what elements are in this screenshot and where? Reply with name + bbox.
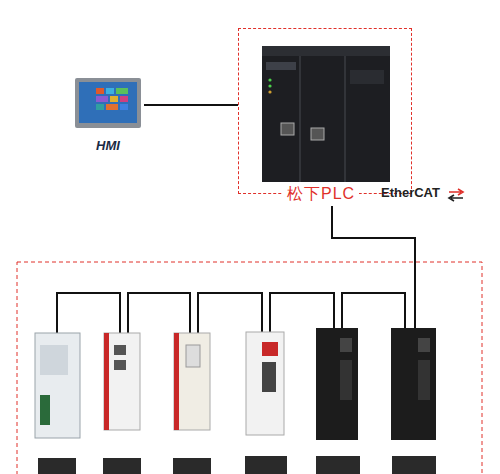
drive-display bbox=[262, 342, 278, 356]
chain-wire bbox=[270, 293, 334, 332]
chain-wire bbox=[128, 293, 190, 333]
plc-nameplate bbox=[266, 62, 296, 70]
plc-drive-wire bbox=[332, 206, 415, 328]
plc-module-divider bbox=[299, 56, 301, 182]
plc-led bbox=[268, 90, 271, 93]
plc-body bbox=[262, 46, 390, 182]
drive-stripe bbox=[174, 333, 179, 430]
stepper-drive bbox=[35, 333, 80, 438]
plc-module-divider bbox=[344, 56, 346, 182]
servo-drive bbox=[246, 332, 284, 435]
motor bbox=[38, 458, 76, 474]
hmi-tile bbox=[106, 88, 114, 94]
motor bbox=[245, 456, 287, 474]
logo-arrow bbox=[449, 195, 463, 201]
ethernet-port bbox=[311, 128, 324, 140]
drive-port bbox=[114, 360, 126, 370]
hmi-tile bbox=[96, 96, 108, 102]
servo-drive bbox=[174, 333, 210, 430]
drive-terminal bbox=[40, 395, 50, 425]
ethernet-port bbox=[281, 123, 294, 135]
servo-drive bbox=[104, 333, 140, 430]
motor bbox=[316, 456, 360, 474]
drive-connector bbox=[418, 360, 430, 400]
drive-panel bbox=[186, 345, 200, 367]
drive-stripe bbox=[104, 333, 109, 430]
hmi-screen bbox=[79, 82, 137, 123]
plc-group: 松下PLC bbox=[238, 28, 412, 194]
plc-top bbox=[262, 46, 390, 56]
hmi-panel: HMI bbox=[72, 74, 144, 154]
hmi-tile bbox=[116, 88, 128, 94]
drive-connector bbox=[340, 360, 352, 400]
connector-line bbox=[144, 104, 238, 106]
drive-group-frame bbox=[17, 262, 482, 474]
drive-label-plate bbox=[40, 345, 68, 375]
motor bbox=[392, 456, 436, 474]
node-label: HMI bbox=[72, 138, 144, 154]
chain-wire bbox=[57, 293, 120, 333]
plc-led bbox=[268, 84, 271, 87]
motor bbox=[173, 458, 211, 474]
hmi-tile bbox=[96, 88, 104, 94]
protocol-label: EtherCAT bbox=[381, 185, 440, 201]
servo-drive bbox=[316, 328, 358, 440]
hmi-frame bbox=[75, 78, 141, 128]
logo-arrow bbox=[449, 189, 463, 195]
servo-drive bbox=[391, 328, 436, 440]
hmi-tile bbox=[96, 104, 104, 110]
plc-led bbox=[268, 78, 271, 81]
node-label: 松下PLC bbox=[283, 184, 359, 204]
drive-display bbox=[340, 338, 352, 352]
plc-panel bbox=[350, 70, 384, 84]
hmi-tile bbox=[120, 96, 128, 102]
hmi-tile bbox=[106, 104, 118, 110]
hmi-tile bbox=[120, 104, 128, 110]
motor bbox=[103, 458, 141, 474]
ethercat-wires bbox=[57, 206, 415, 333]
drive-port bbox=[114, 345, 126, 355]
hmi-tile bbox=[110, 96, 118, 102]
drive-connector bbox=[262, 362, 276, 392]
chain-wire bbox=[342, 293, 405, 328]
drive-display bbox=[418, 338, 430, 352]
chain-wire bbox=[198, 293, 262, 333]
